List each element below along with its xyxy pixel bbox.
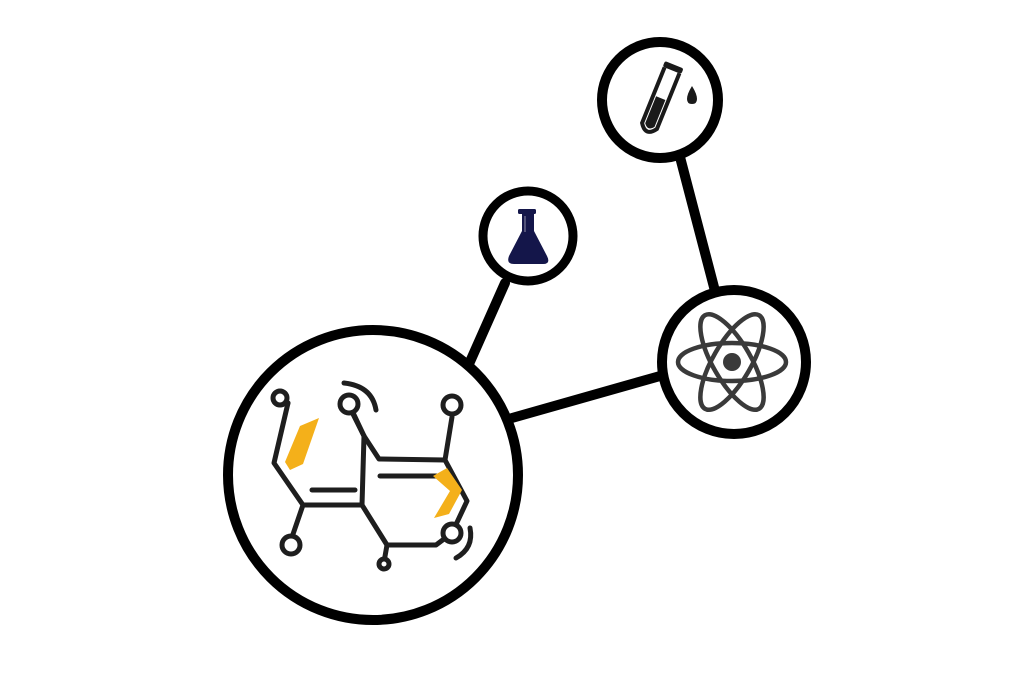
- link-molecule-flask: [464, 278, 510, 369]
- molecule-node-circle: [223, 325, 523, 625]
- link-molecule-atom: [507, 371, 665, 423]
- connector-lines: [464, 152, 720, 423]
- test-tube-node: [597, 37, 723, 163]
- atom-node: [657, 285, 811, 439]
- atom-icon: [675, 312, 789, 412]
- molecule-node: [223, 325, 523, 625]
- molecule-accent-marks: [285, 418, 462, 518]
- test-tube-icon: [640, 61, 697, 134]
- flask-icon: [508, 209, 549, 264]
- flask-node: [478, 186, 578, 286]
- link-atom-test-tube: [675, 152, 720, 296]
- molecule-icon: [270, 380, 474, 572]
